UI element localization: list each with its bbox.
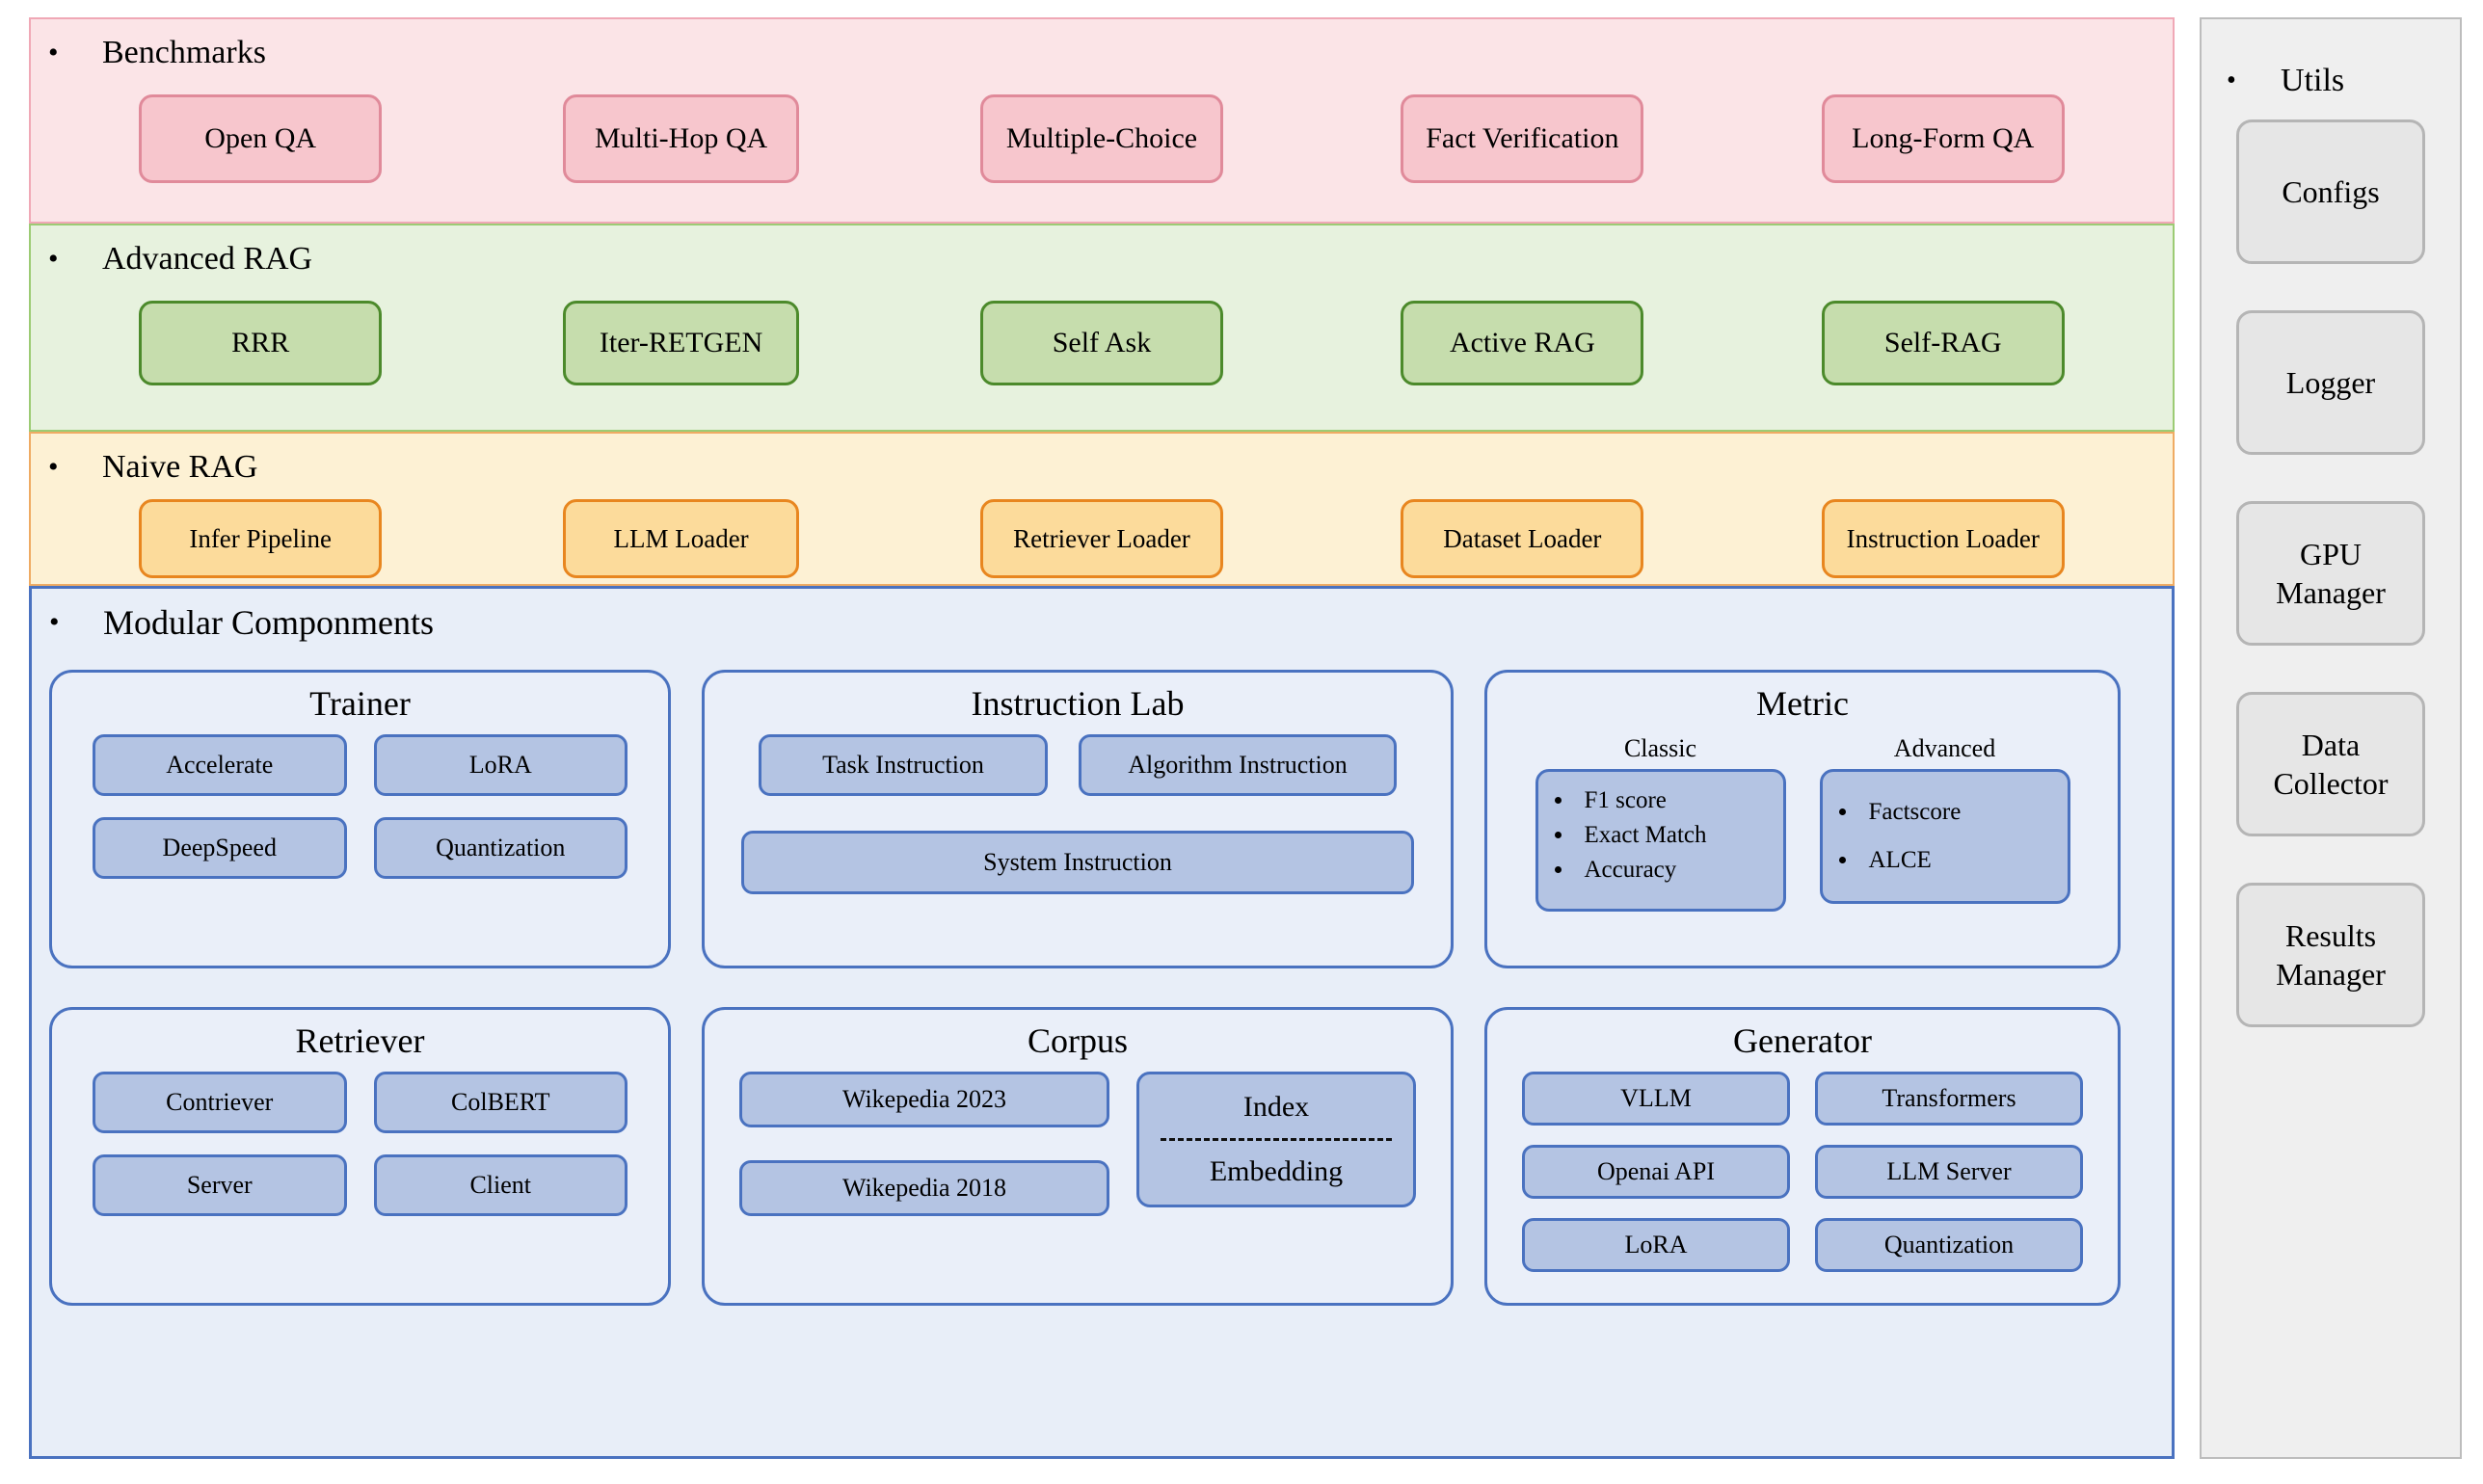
trainer-chip-accelerate[interactable]: Accelerate: [93, 734, 347, 796]
retriever-chip-colbert[interactable]: ColBERT: [373, 1072, 627, 1133]
panel-retriever: Retriever Contriever ColBERT Server Clie…: [49, 1007, 671, 1306]
corpus-dataset-column: Wikepedia 2023 Wikepedia 2018: [739, 1072, 1109, 1216]
benchmark-item-multi-hop-qa[interactable]: Multi-Hop QA: [563, 94, 800, 183]
advanced-rag-item-active-rag[interactable]: Active RAG: [1401, 301, 1644, 385]
generator-chip-lora[interactable]: LoRA: [1522, 1218, 1790, 1272]
bullet-icon: •: [48, 37, 59, 68]
benchmark-item-multiple-choice[interactable]: Multiple-Choice: [979, 94, 1223, 183]
advanced-rag-row: RRR Iter-RETGEN Self Ask Active RAG Self…: [50, 301, 2153, 385]
panel-generator-title: Generator: [1733, 1021, 1872, 1060]
section-naive-rag: • Naive RAG Infer Pipeline LLM Loader Re…: [29, 432, 2175, 586]
benchmark-item-open-qa[interactable]: Open QA: [139, 94, 383, 183]
trainer-chip-grid: Accelerate LoRA DeepSpeed Quantization: [71, 734, 649, 879]
corpus-chip-wikipedia-2023[interactable]: Wikepedia 2023: [739, 1072, 1109, 1127]
section-advanced-rag-title: Advanced RAG: [102, 241, 313, 277]
metric-classic-item-accuracy: Accuracy: [1575, 853, 1774, 888]
panel-trainer: Trainer Accelerate LoRA DeepSpeed Quanti…: [49, 670, 671, 968]
naive-rag-row: Infer Pipeline LLM Loader Retriever Load…: [50, 499, 2153, 578]
metric-advanced-box[interactable]: Factscore ALCE: [1819, 769, 2070, 904]
naive-rag-item-dataset-loader[interactable]: Dataset Loader: [1401, 499, 1644, 578]
benchmark-item-fact-verification[interactable]: Fact Verification: [1401, 94, 1644, 183]
naive-rag-item-infer-pipeline[interactable]: Infer Pipeline: [139, 499, 383, 578]
section-advanced-rag-header: • Advanced RAG: [48, 237, 312, 281]
naive-rag-item-instruction-loader[interactable]: Instruction Loader: [1821, 499, 2065, 578]
corpus-index-box[interactable]: Index Embedding: [1136, 1072, 1416, 1207]
modular-panel-grid: Trainer Accelerate LoRA DeepSpeed Quanti…: [49, 670, 2131, 1306]
panel-instruction-lab: Instruction Lab Task Instruction Algorit…: [702, 670, 1454, 968]
section-advanced-rag: • Advanced RAG RRR Iter-RETGEN Self Ask …: [29, 224, 2175, 432]
metric-advanced-item-alce: ALCE: [1859, 843, 2058, 878]
naive-rag-item-llm-loader[interactable]: LLM Loader: [563, 499, 800, 578]
trainer-chip-lora[interactable]: LoRA: [373, 734, 627, 796]
metric-classic-item-f1: F1 score: [1575, 783, 1774, 818]
advanced-rag-item-rrr[interactable]: RRR: [139, 301, 383, 385]
sidebar-utils-header: • Utils: [2202, 52, 2460, 110]
utils-item-configs[interactable]: Configs: [2236, 119, 2425, 264]
instruction-lab-top-row: Task Instruction Algorithm Instruction: [724, 734, 1431, 796]
panel-trainer-title: Trainer: [309, 684, 411, 723]
advanced-rag-item-iter-retgen[interactable]: Iter-RETGEN: [563, 301, 800, 385]
panel-corpus: Corpus Wikepedia 2023 Wikepedia 2018 Ind…: [702, 1007, 1454, 1306]
sidebar-utils: • Utils Configs Logger GPU Manager Data …: [2200, 17, 2462, 1459]
metric-columns: Classic F1 score Exact Match Accuracy Ad…: [1507, 734, 2098, 912]
generator-chip-vllm[interactable]: VLLM: [1522, 1072, 1790, 1126]
advanced-rag-item-self-ask[interactable]: Self Ask: [979, 301, 1223, 385]
instruction-chip-algorithm[interactable]: Algorithm Instruction: [1079, 734, 1397, 796]
utils-item-gpu-manager[interactable]: GPU Manager: [2236, 501, 2425, 646]
utils-item-logger[interactable]: Logger: [2236, 310, 2425, 455]
corpus-index-divider: [1161, 1138, 1392, 1141]
metric-classic-label: Classic: [1623, 734, 1697, 762]
advanced-rag-item-self-rag[interactable]: Self-RAG: [1821, 301, 2065, 385]
retriever-chip-grid: Contriever ColBERT Server Client: [71, 1072, 649, 1216]
retriever-chip-server[interactable]: Server: [93, 1154, 347, 1216]
panel-generator: Generator VLLM Transformers Openai API L…: [1484, 1007, 2121, 1306]
section-benchmarks-header: • Benchmarks: [48, 31, 266, 75]
generator-chip-quantization[interactable]: Quantization: [1815, 1218, 2083, 1272]
utils-item-results-manager[interactable]: Results Manager: [2236, 883, 2425, 1027]
generator-chip-llm-server[interactable]: LLM Server: [1815, 1145, 2083, 1199]
section-modular-components: • Modular Componments Trainer Accelerate…: [29, 586, 2175, 1459]
instruction-chip-task[interactable]: Task Instruction: [759, 734, 1048, 796]
panel-retriever-title: Retriever: [295, 1021, 425, 1060]
generator-chip-transformers[interactable]: Transformers: [1815, 1072, 2083, 1126]
section-benchmarks-title: Benchmarks: [102, 35, 266, 70]
sidebar-utils-list: Configs Logger GPU Manager Data Collecto…: [2202, 119, 2460, 1027]
metric-classic-item-exact-match: Exact Match: [1575, 818, 1774, 853]
sidebar-utils-title: Utils: [2281, 63, 2345, 98]
retriever-chip-contriever[interactable]: Contriever: [93, 1072, 347, 1133]
panel-corpus-title: Corpus: [1027, 1021, 1128, 1060]
panel-instruction-lab-title: Instruction Lab: [971, 684, 1185, 723]
bullet-icon: •: [49, 606, 60, 638]
metric-advanced-item-factscore: Factscore: [1859, 795, 2058, 830]
section-benchmarks: • Benchmarks Open QA Multi-Hop QA Multip…: [29, 17, 2175, 224]
retriever-chip-client[interactable]: Client: [373, 1154, 627, 1216]
corpus-body: Wikepedia 2023 Wikepedia 2018 Index Embe…: [724, 1072, 1431, 1216]
panel-metric-title: Metric: [1756, 684, 1849, 723]
trainer-chip-deepspeed[interactable]: DeepSpeed: [93, 817, 347, 879]
corpus-index-label: Index: [1242, 1091, 1310, 1123]
bullet-icon: •: [48, 451, 59, 483]
section-modular-header: • Modular Componments: [49, 600, 434, 645]
corpus-embedding-label: Embedding: [1209, 1155, 1344, 1187]
metric-classic-box[interactable]: F1 score Exact Match Accuracy: [1535, 769, 1786, 912]
metric-column-advanced: Advanced Factscore ALCE: [1819, 734, 2070, 912]
main-column: • Benchmarks Open QA Multi-Hop QA Multip…: [29, 17, 2175, 1459]
section-naive-rag-header: • Naive RAG: [48, 445, 257, 490]
panel-metric: Metric Classic F1 score Exact Match Accu…: [1484, 670, 2121, 968]
generator-chip-grid: VLLM Transformers Openai API LLM Server …: [1507, 1072, 2098, 1272]
trainer-chip-quantization[interactable]: Quantization: [373, 817, 627, 879]
instruction-chip-system[interactable]: System Instruction: [741, 831, 1414, 894]
naive-rag-item-retriever-loader[interactable]: Retriever Loader: [979, 499, 1223, 578]
metric-column-classic: Classic F1 score Exact Match Accuracy: [1535, 734, 1786, 912]
benchmark-item-long-form-qa[interactable]: Long-Form QA: [1821, 94, 2065, 183]
metric-advanced-label: Advanced: [1893, 734, 1996, 762]
generator-chip-openai-api[interactable]: Openai API: [1522, 1145, 1790, 1199]
bullet-icon: •: [48, 243, 59, 275]
corpus-chip-wikipedia-2018[interactable]: Wikepedia 2018: [739, 1160, 1109, 1216]
bullet-icon: •: [2227, 66, 2236, 95]
utils-item-data-collector[interactable]: Data Collector: [2236, 692, 2425, 836]
benchmarks-row: Open QA Multi-Hop QA Multiple-Choice Fac…: [50, 94, 2153, 183]
section-modular-title: Modular Componments: [103, 603, 434, 642]
section-naive-rag-title: Naive RAG: [102, 449, 258, 485]
